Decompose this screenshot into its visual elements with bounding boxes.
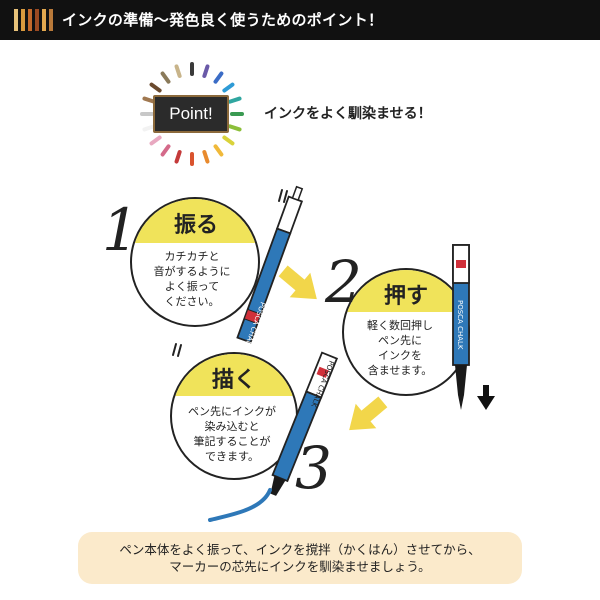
point-ray <box>213 71 224 84</box>
arrow-1-to-2-icon <box>278 265 317 300</box>
point-ray <box>202 64 210 78</box>
step-3-title-band <box>172 354 296 396</box>
step-3-title: 描く <box>212 368 257 393</box>
point-ray <box>213 144 224 157</box>
step-1-circle: 振る カチカチと 音がするように よく振って ください。 <box>130 197 260 327</box>
point-ray <box>222 82 235 93</box>
step-1-description: カチカチと 音がするように よく振って ください。 <box>153 250 231 308</box>
header-stripe <box>49 9 53 31</box>
point-badge-rays-icon <box>140 62 244 166</box>
point-ray <box>149 135 162 146</box>
step-3-description: ペン先にインクが 染み込むと 筆記することが できます。 <box>188 405 276 463</box>
header-stripe <box>35 9 39 31</box>
point-ray <box>228 96 242 104</box>
header-stripe <box>42 9 46 31</box>
header-stripe <box>28 9 32 31</box>
step-3-circle: 描く ペン先にインクが 染み込むと 筆記することが できます。 <box>170 352 298 480</box>
footer-note: ペン本体をよく振って、インクを撹拌（かくはん）させてから、 マーカーの芯先にイン… <box>78 532 522 584</box>
point-headline: インクをよく馴染ませる！ <box>264 106 432 122</box>
pen-1-icon: POSCA CHALK <box>236 185 304 351</box>
shake-marks-icon <box>172 189 288 357</box>
point-ray <box>174 64 182 78</box>
footer-text: ペン本体をよく振って、インクを撹拌（かくはん）させてから、 マーカーの芯先にイン… <box>119 542 481 574</box>
step-2-number: 2 <box>324 248 362 316</box>
point-ray <box>202 150 210 164</box>
ink-stroke <box>208 488 272 522</box>
pen-2-brand: POSCA CHALK <box>456 300 464 350</box>
step-1-title: 振る <box>174 213 219 238</box>
point-ray <box>160 144 171 157</box>
point-ray <box>142 124 156 132</box>
header-bar: インクの準備〜発色良く使うためのポイント！ <box>0 0 600 40</box>
step-1-title-band <box>132 199 258 243</box>
point-ray <box>228 124 242 132</box>
point-ray <box>149 82 162 93</box>
point-ray <box>142 96 156 104</box>
header-title: インクの準備〜発色良く使うためのポイント！ <box>62 11 384 29</box>
step-2-description: 軽く数回押し ペン先に インクを 含ませます。 <box>367 319 433 377</box>
point-ray <box>174 150 182 164</box>
step-2-title-band <box>344 270 468 312</box>
header-stripe <box>14 9 18 31</box>
header-stripe <box>21 9 25 31</box>
point-ray <box>160 71 171 84</box>
header-stripes-icon <box>14 9 53 31</box>
pen-2-icon: POSCA CHALK <box>452 244 470 410</box>
step-1-number: 1 <box>102 196 139 264</box>
point-ray <box>222 135 235 146</box>
step-2-title: 押す <box>384 284 429 309</box>
down-arrow-icon <box>477 385 495 410</box>
point-badge: Point! <box>153 95 229 133</box>
arrow-2-to-3-icon <box>349 396 388 431</box>
step-2-circle: 押す 軽く数回押し ペン先に インクを 含ませます。 <box>342 268 470 396</box>
